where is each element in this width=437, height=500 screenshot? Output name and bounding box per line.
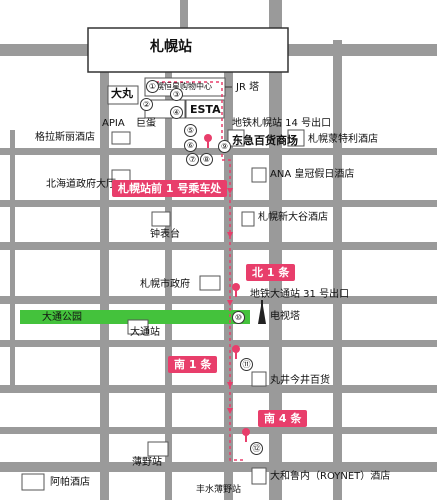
road-v3 xyxy=(224,65,233,500)
stop-south1: 南 1 条 xyxy=(168,356,218,373)
road-h4 xyxy=(0,242,437,250)
label-odori-station: 大通站 xyxy=(130,327,160,338)
road-v-top xyxy=(180,0,188,30)
block-clock xyxy=(151,211,171,227)
label-esta: ESTA xyxy=(190,103,221,116)
tv-tower-icon xyxy=(258,300,266,324)
bus-stop-label: 札幌站前 1 号乘车处 xyxy=(112,180,228,197)
road-v0 xyxy=(10,130,15,390)
route-arrow xyxy=(227,232,233,238)
label-clock-tower: 钟表台 xyxy=(150,229,180,240)
stop-number: ⑥ xyxy=(184,139,197,152)
stop-number: ④ xyxy=(170,106,183,119)
label-ana: ANA 皇冠假日酒店 xyxy=(270,169,355,180)
bus-stop-pin xyxy=(232,283,240,297)
label-city-hall: 札幌市政府 xyxy=(140,279,190,290)
road-h6 xyxy=(0,340,437,347)
label-subway-14: 地铁札幌站 14 号出口 xyxy=(232,118,332,129)
label-apa: 阿帕酒店 xyxy=(50,477,90,488)
label-susukino: 薄野站 xyxy=(132,457,162,468)
stop-number: ② xyxy=(140,98,153,111)
road-h5 xyxy=(0,296,437,304)
label-stellar: 札幌恒星购物中心 xyxy=(148,82,212,91)
road-h2 xyxy=(0,148,437,155)
label-hokkaido-gov: 北海道政府大厅 xyxy=(46,179,116,190)
label-tv-tower: 电视塔 xyxy=(270,311,300,322)
stop-number: ⑫ xyxy=(250,442,263,455)
label-daimaru: 大丸 xyxy=(111,87,133,100)
block-marui xyxy=(251,371,267,387)
label-dome: 巨蛋 xyxy=(136,118,156,129)
road-v5 xyxy=(333,40,342,500)
stop-number: ⑤ xyxy=(184,124,197,137)
road-h3 xyxy=(0,200,437,207)
label-odori-park: 大通公园 xyxy=(42,312,82,323)
label-new-otani: 札幌新大谷酒店 xyxy=(258,212,328,223)
road-v1 xyxy=(100,60,109,500)
block-newotani xyxy=(241,211,255,227)
route-arrow xyxy=(227,408,233,414)
stop-number: ③ xyxy=(170,88,183,101)
block-cityhall xyxy=(199,275,221,291)
station-title: 札幌站 xyxy=(150,39,192,55)
stop-south4: 南 4 条 xyxy=(258,410,308,427)
label-marui: 丸井今井百货 xyxy=(270,375,330,386)
label-apia: APIA xyxy=(102,118,125,129)
block-monterey xyxy=(287,129,305,147)
road-h8 xyxy=(0,427,437,434)
label-hosui: 丰水薄野站 xyxy=(196,485,242,495)
block-odori xyxy=(127,319,149,335)
block-daiwa xyxy=(251,467,267,485)
bus-stop-pin xyxy=(204,134,212,148)
block-ana xyxy=(251,167,267,183)
label-granvista: 格拉斯丽酒店 xyxy=(35,132,95,143)
bus-stop-pin xyxy=(232,345,240,359)
odori-park-strip xyxy=(20,310,250,324)
stop-number: ⑨ xyxy=(218,140,231,153)
block-susukino xyxy=(147,441,169,457)
label-daiwa: 大和鲁内（ROYNET）酒店 xyxy=(270,471,391,482)
route-arrow xyxy=(227,188,233,194)
block-granvista xyxy=(111,131,131,145)
block-subway14 xyxy=(227,129,245,147)
stop-number: ⑦ xyxy=(186,153,199,166)
stop-number: ⑪ xyxy=(240,358,253,371)
label-monterey: 札幌蒙特利酒店 xyxy=(308,134,378,145)
label-jr-tower: JR 塔 xyxy=(236,82,260,93)
block-esta xyxy=(185,99,225,119)
stop-number: ⑧ xyxy=(200,153,213,166)
station-building xyxy=(87,27,289,73)
block-apa xyxy=(21,473,45,491)
route-arrow xyxy=(227,382,233,388)
road-v2 xyxy=(165,60,172,500)
stop-number: ⑩ xyxy=(232,311,245,324)
stop-north1: 北 1 条 xyxy=(246,264,296,281)
stop-number: ① xyxy=(146,80,159,93)
road-h9 xyxy=(0,462,437,472)
label-subway-31: 地铁大通站 31 号出口 xyxy=(250,289,350,300)
route-arrow xyxy=(227,300,233,306)
road-h7 xyxy=(0,385,437,393)
label-tokyu: 东急百货商场 xyxy=(232,134,298,147)
bus-stop-pin xyxy=(242,428,250,442)
block-daimaru xyxy=(107,85,139,105)
